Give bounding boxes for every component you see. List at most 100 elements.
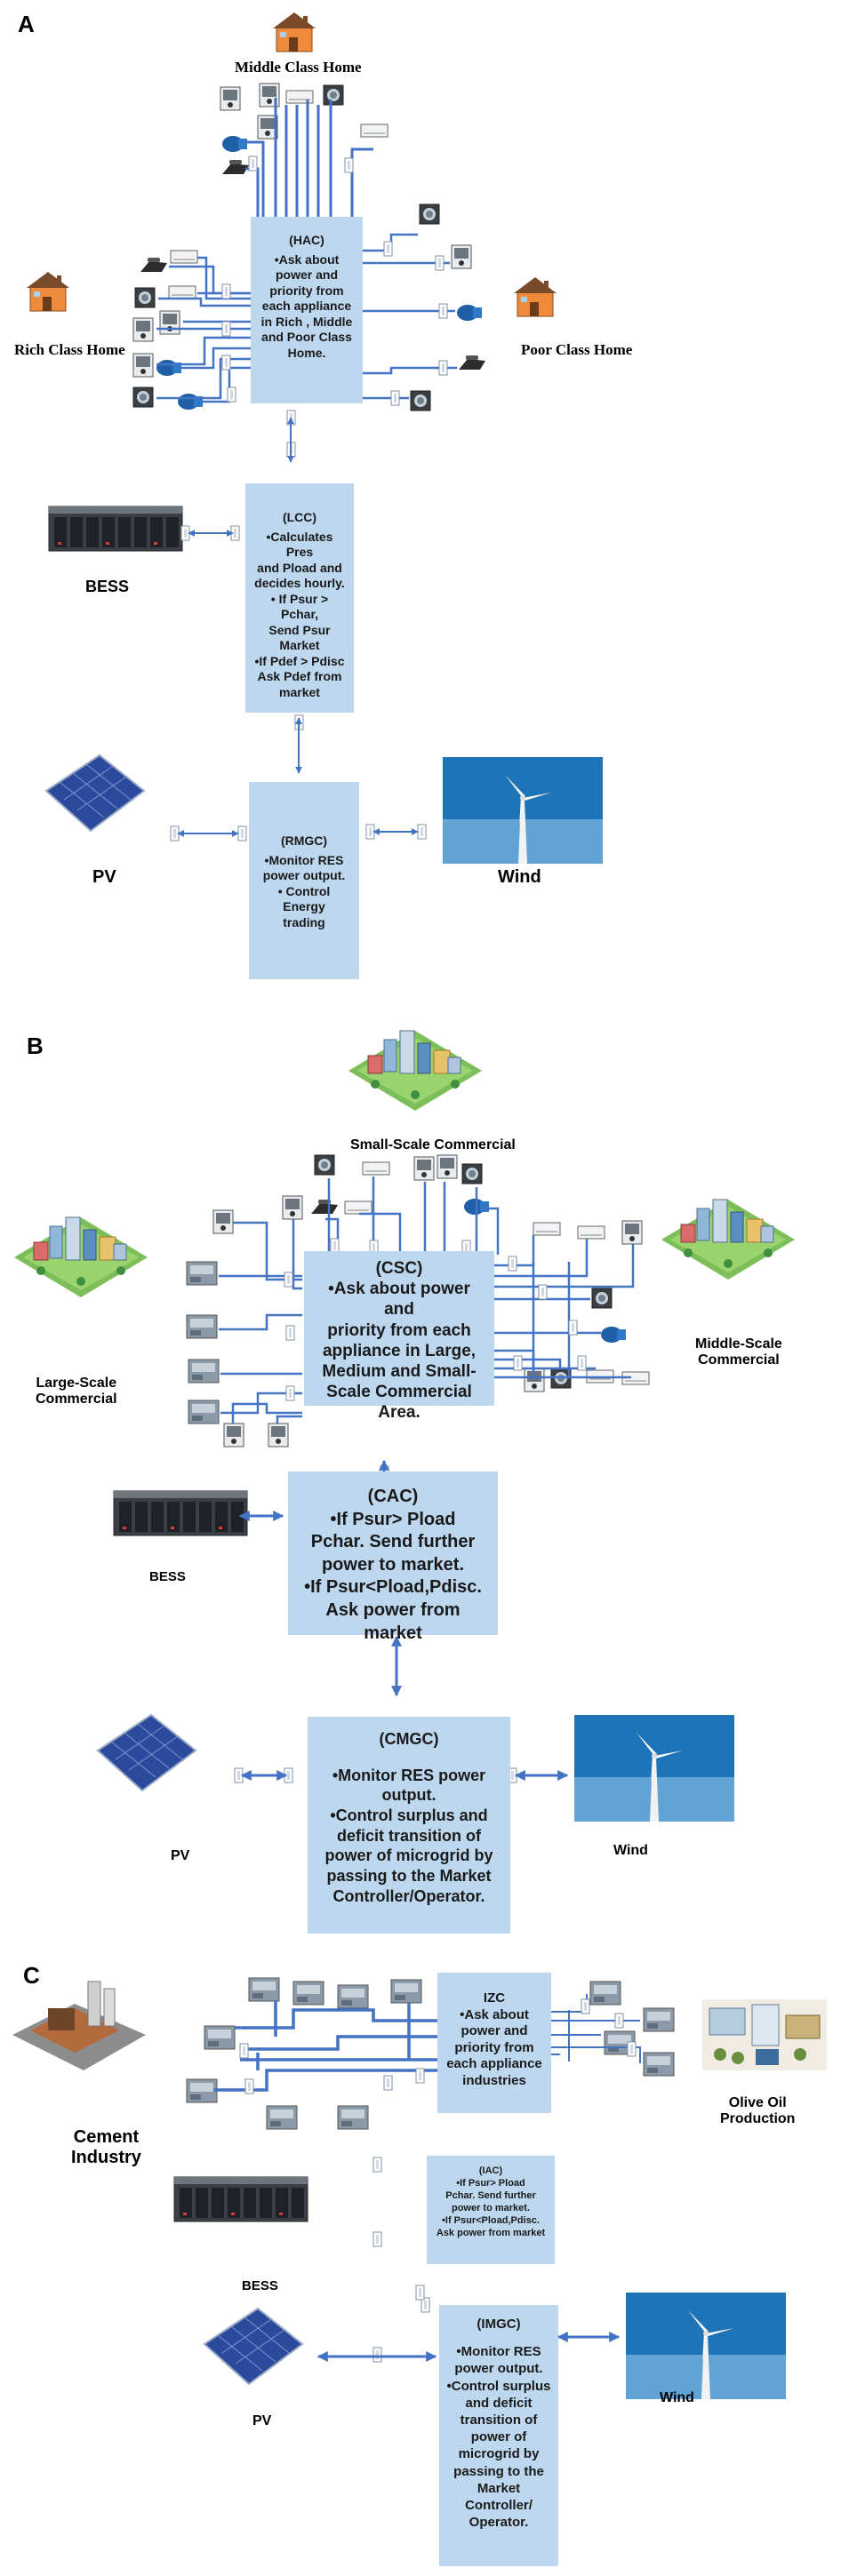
bess-label-a: BESS bbox=[85, 578, 130, 595]
middle-scale-line2: Commercial bbox=[698, 1352, 780, 1368]
izc-box: IZC •Ask about power and priority from e… bbox=[437, 1973, 551, 2113]
iac-box: (IAC) •If Psur> Pload Pchar. Send furthe… bbox=[427, 2156, 555, 2264]
appliance-icon bbox=[323, 84, 344, 106]
cmgc-line: deficit transition of bbox=[337, 1826, 481, 1845]
pump-icon bbox=[601, 1327, 626, 1343]
rich-home-house-icon bbox=[26, 271, 70, 312]
cmgc-line: •Control surplus and bbox=[330, 1806, 488, 1825]
imgc-title: (IMGC) bbox=[477, 2317, 521, 2332]
hac-line: Home. bbox=[287, 345, 326, 360]
imgc-line: transition of bbox=[460, 2412, 538, 2428]
machine-icon bbox=[589, 1981, 621, 2006]
appliance-icon bbox=[461, 1163, 483, 1184]
rmgc-line: power output. bbox=[262, 868, 346, 882]
lcc-line: decides hourly. bbox=[254, 576, 345, 590]
izc-line: •Ask about bbox=[460, 2006, 529, 2022]
hac-title: (HAC) bbox=[289, 233, 324, 247]
appliance-icon bbox=[132, 387, 154, 408]
iac-line: Ask power from market bbox=[436, 2228, 546, 2239]
cmgc-box: (CMGC) •Monitor RES power output. •Contr… bbox=[308, 1717, 510, 1934]
appliance-icon bbox=[314, 1154, 335, 1176]
appliance-icon bbox=[282, 1195, 303, 1220]
cement-industry-label: Cement Industry bbox=[71, 2127, 141, 2168]
cmgc-line: •Monitor RES power bbox=[332, 1766, 486, 1784]
pv-solar-panel-icon bbox=[204, 2308, 303, 2385]
rmgc-line: trading bbox=[283, 914, 325, 929]
lcc-line: and Pload and bbox=[257, 560, 342, 575]
lcc-line: •If Pdef > Pdisc bbox=[254, 653, 345, 668]
middle-scale-commercial-label: Middle-Scale Commercial bbox=[695, 1336, 782, 1368]
wind-turbine-icon bbox=[443, 757, 603, 864]
imgc-line: Operator. bbox=[469, 2515, 529, 2531]
imgc-line: power of bbox=[470, 2429, 527, 2445]
olive-line1: Olive Oil bbox=[728, 2095, 787, 2110]
machine-icon bbox=[643, 2007, 675, 2032]
csc-line: •Ask about power and bbox=[328, 1280, 470, 1320]
imgc-line: •Control surplus bbox=[446, 2378, 551, 2394]
cmgc-line: passing to the Market bbox=[326, 1867, 492, 1886]
cac-line: Pchar. Send further bbox=[310, 1532, 476, 1552]
hac-line: priority from bbox=[269, 283, 344, 298]
cement-factory-icon bbox=[12, 1981, 147, 2071]
appliance-icon bbox=[577, 1225, 605, 1240]
cac-line: •If Psur<Pload,Pdisc. bbox=[304, 1577, 482, 1598]
imgc-line: Market bbox=[477, 2480, 521, 2496]
imgc-line: Controller/ bbox=[465, 2497, 533, 2513]
appliance-icon bbox=[168, 285, 196, 299]
appliance-icon bbox=[170, 250, 198, 264]
imgc-line: passing to the bbox=[453, 2463, 544, 2479]
csc-title: (CSC) bbox=[375, 1259, 423, 1278]
cement-line2: Industry bbox=[71, 2148, 141, 2167]
rmgc-box: (RMGC) •Monitor RES power output. • Cont… bbox=[249, 782, 359, 979]
lcc-line: •Calculates Pres bbox=[266, 529, 333, 560]
appliance-icon bbox=[132, 353, 154, 378]
imgc-line: •Monitor RES bbox=[456, 2344, 541, 2360]
lcc-line: market bbox=[279, 684, 320, 699]
machine-icon bbox=[643, 2052, 675, 2077]
large-scale-line2: Commercial bbox=[36, 1392, 117, 1407]
rich-class-home-label: Rich Class Home bbox=[14, 341, 125, 358]
iron-icon bbox=[140, 258, 167, 272]
appliance-icon bbox=[186, 1314, 218, 1339]
iac-line: power to market. bbox=[451, 2203, 531, 2214]
appliance-icon bbox=[212, 1209, 234, 1234]
pv-label-a: PV bbox=[92, 867, 116, 887]
machine-icon bbox=[390, 1979, 422, 2004]
pv-label-c: PV bbox=[252, 2413, 272, 2428]
bess-battery-icon bbox=[48, 506, 183, 552]
wind-label-c: Wind bbox=[660, 2390, 694, 2405]
csc-line: priority from each bbox=[327, 1320, 471, 1340]
appliance-icon bbox=[223, 1423, 244, 1448]
pump-icon bbox=[222, 136, 247, 152]
middle-scale-line1: Middle-Scale bbox=[695, 1336, 782, 1352]
bess-battery-icon bbox=[173, 2176, 308, 2222]
cmgc-line: Controller/Operator. bbox=[332, 1886, 485, 1905]
hac-line: each appliance bbox=[261, 299, 352, 313]
appliance-icon bbox=[159, 310, 180, 335]
cac-line: Ask power from market bbox=[325, 1599, 461, 1643]
bess-battery-icon bbox=[113, 1490, 248, 1536]
hac-line: power and bbox=[275, 267, 338, 282]
izc-title: IZC bbox=[483, 1990, 506, 2006]
hac-line: in Rich , Middle bbox=[260, 314, 353, 329]
lcc-line: Ask Pdef from bbox=[257, 669, 342, 683]
olive-line2: Production bbox=[720, 2111, 796, 2126]
appliance-icon bbox=[134, 287, 156, 308]
machine-icon bbox=[204, 2025, 236, 2050]
wind-label-b: Wind bbox=[613, 1843, 648, 1858]
machine-icon bbox=[248, 1977, 280, 2002]
lcc-title: (LCC) bbox=[282, 510, 317, 524]
izc-line: each appliance bbox=[446, 2056, 542, 2072]
rmgc-line: • Control Energy bbox=[277, 883, 331, 914]
pump-icon bbox=[457, 305, 482, 321]
appliance-icon bbox=[188, 1359, 220, 1384]
lcc-line: Send Psur bbox=[268, 622, 331, 637]
panel-b-graphics bbox=[13, 1030, 796, 1822]
appliance-icon bbox=[419, 203, 440, 225]
iron-icon bbox=[459, 355, 485, 370]
olive-oil-production-label: Olive Oil Production bbox=[720, 2095, 795, 2127]
appliance-icon bbox=[188, 1400, 220, 1424]
middle-scale-city-icon bbox=[661, 1199, 796, 1280]
iac-line: •If Psur<Pload,Pdisc. bbox=[442, 2215, 540, 2227]
hac-box: (HAC) •Ask about power and priority from… bbox=[251, 217, 363, 403]
